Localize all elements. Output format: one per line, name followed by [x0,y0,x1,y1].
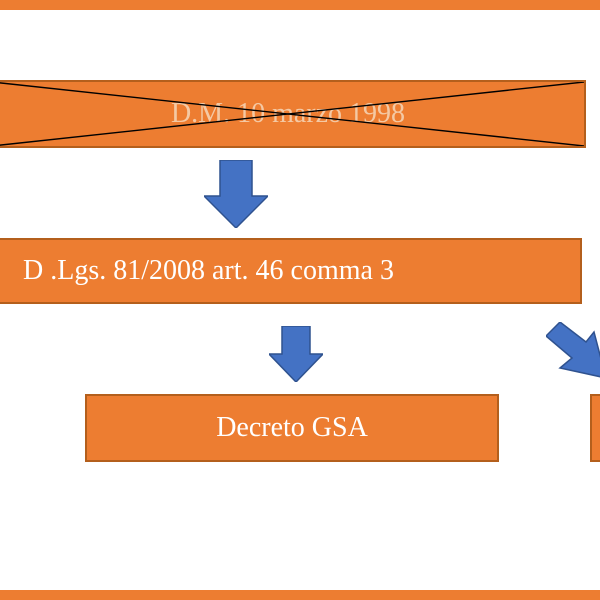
superseded-decree-label: D.M. 10 marzo 1998 [170,98,406,129]
current-law-label: D .Lgs. 81/2008 art. 46 comma 3 [23,255,394,286]
child-decree-box: Decreto GSA [85,394,499,462]
bottom-border-band [0,590,600,600]
down-arrow-shape [269,326,323,382]
diagonal-arrow-shape [546,322,600,378]
current-law-box: D .Lgs. 81/2008 art. 46 comma 3 [0,238,582,304]
superseded-decree-box: D.M. 10 marzo 1998 [0,80,586,148]
child-decree-label: Decreto GSA [216,412,368,443]
down-arrow-shape [204,160,268,228]
diagonal-arrow-icon [546,322,600,378]
down-arrow-icon [204,160,268,228]
partial-offscreen-box [590,394,600,462]
down-arrow-icon [269,326,323,382]
top-border-band [0,0,600,10]
